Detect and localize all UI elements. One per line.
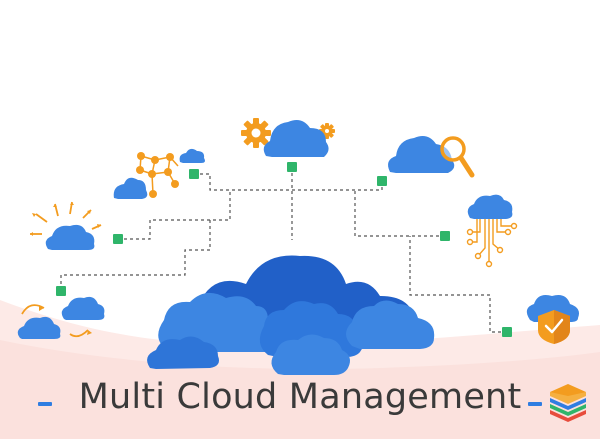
network-cloud-icon — [113, 148, 205, 199]
connector-node — [189, 169, 199, 179]
sync-clouds-icon — [17, 296, 105, 339]
broadcast-cloud-icon — [30, 201, 102, 250]
gear-cloud-icon — [241, 118, 335, 157]
connector-node — [377, 176, 387, 186]
connector-node — [113, 234, 123, 244]
shield-cloud-icon — [526, 295, 579, 344]
layers-stack-icon — [550, 384, 586, 422]
search-cloud-icon — [388, 136, 475, 178]
circuit-cloud-icon — [466, 194, 518, 268]
caption-dash-left — [38, 402, 52, 406]
connector-node — [287, 162, 297, 172]
connector-node — [502, 327, 512, 337]
connector-nodes — [56, 162, 512, 337]
page-title: Multi Cloud Management — [78, 377, 522, 417]
connector-node — [440, 231, 450, 241]
central-cloud-icon — [147, 255, 435, 375]
caption-bar: Multi Cloud Management — [0, 372, 600, 422]
caption-dash-right — [528, 402, 542, 406]
connector-node — [56, 286, 66, 296]
